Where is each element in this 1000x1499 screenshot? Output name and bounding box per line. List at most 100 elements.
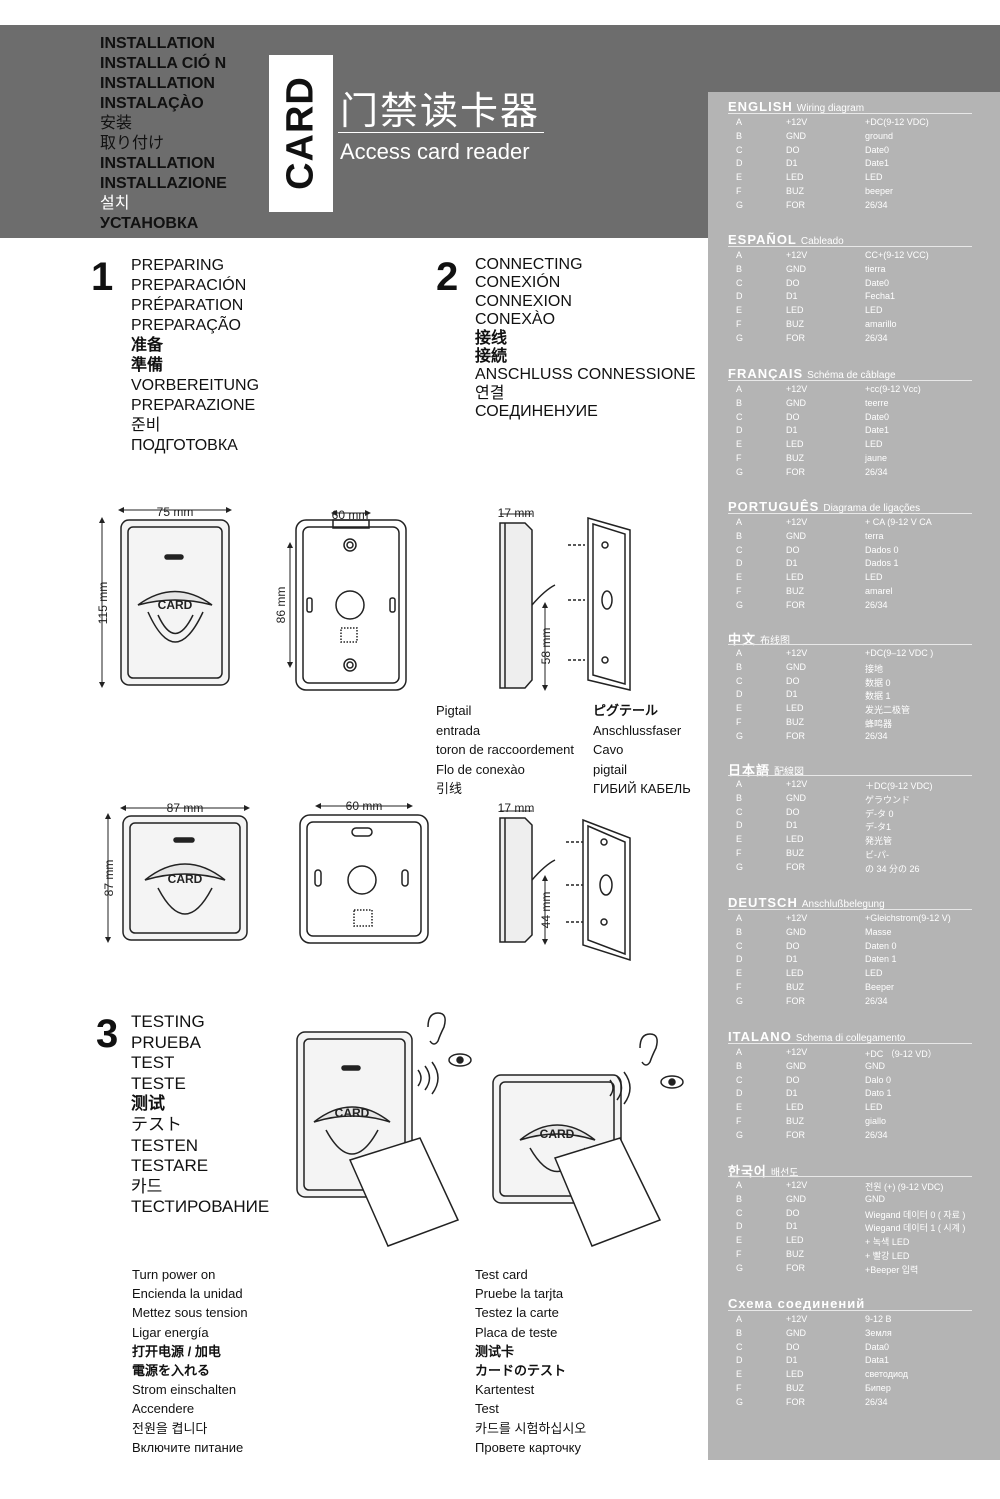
install-label: 설치 xyxy=(100,195,130,212)
wire-description: 発光管 xyxy=(865,836,893,847)
step-number-3: 3 xyxy=(96,1012,119,1056)
step-label: PREPARING xyxy=(131,257,225,274)
wiring-rule xyxy=(728,1043,972,1044)
card-label: CARD xyxy=(540,1127,575,1141)
wire-pin: D xyxy=(736,1088,743,1099)
wire-description: tierra xyxy=(865,263,886,274)
wiring-heading: 中文布线图 xyxy=(728,629,790,649)
wire-signal: LED xyxy=(786,572,804,583)
dim-label: 115 mm xyxy=(96,582,110,624)
wire-description: の 34 分の 26 xyxy=(865,863,920,874)
wiring-rule xyxy=(728,513,972,514)
wiring-subtitle: Wiring diagram xyxy=(796,103,865,114)
wire-signal: D1 xyxy=(786,820,798,831)
dim-label: 17 mm xyxy=(498,506,535,520)
pigtail-caption: entrada xyxy=(436,722,481,738)
wire-pin: G xyxy=(736,730,744,741)
pigtail-caption: Cavo xyxy=(593,742,624,757)
wire-signal: D1 xyxy=(786,1221,798,1232)
wire-pin: C xyxy=(736,940,743,951)
wire-signal: BUZ xyxy=(786,1116,804,1126)
step-label: TESTARE xyxy=(131,1156,209,1176)
wire-description: Date0 xyxy=(865,277,890,288)
step-label: TESTEN xyxy=(131,1135,199,1155)
wire-pin: A xyxy=(736,517,743,527)
step-label: ПОДГОТОВКА xyxy=(131,437,238,454)
wire-signal: +12V xyxy=(786,1314,808,1324)
wire-description: 26/34 xyxy=(865,466,888,477)
wiring-language: FRANÇAIS xyxy=(728,366,804,381)
wire-signal: BUZ xyxy=(786,453,804,463)
wire-signal: D1 xyxy=(786,158,798,169)
wire-signal: DO xyxy=(786,277,800,288)
wiring-heading: 日本語配線図 xyxy=(728,760,804,780)
wire-pin: F xyxy=(736,717,742,727)
wire-description: 接地 xyxy=(865,663,884,674)
step-label: TESTING xyxy=(131,1012,205,1031)
wire-description: 发光二极管 xyxy=(865,705,911,716)
wire-pin: G xyxy=(736,199,744,210)
wire-description: Data1 xyxy=(865,1355,890,1366)
wire-description: terra xyxy=(865,530,884,541)
wire-pin: G xyxy=(736,466,744,477)
wire-pin: F xyxy=(736,186,742,196)
wiring-row: A+12V+DC(9-12 VDC) xyxy=(708,116,1000,130)
wiring-rule xyxy=(728,644,972,645)
wire-pin: B xyxy=(736,926,743,937)
step-label: 카드 xyxy=(131,1176,163,1196)
wire-pin: C xyxy=(736,544,743,555)
wire-pin: B xyxy=(736,397,743,408)
wire-signal: LED xyxy=(786,1369,804,1380)
step-label: TEST xyxy=(131,1053,175,1073)
card-caption: Pruebe la tarjta xyxy=(475,1286,564,1302)
card-caption: Провете карточку xyxy=(475,1439,582,1455)
wire-signal: DO xyxy=(786,411,800,422)
wiring-row: A+12V+cc(9-12 Vcc) xyxy=(708,383,1000,397)
wire-pin: E xyxy=(736,305,743,316)
wire-description: ground xyxy=(865,130,894,141)
wire-pin: E xyxy=(736,572,743,583)
wire-signal: DO xyxy=(786,1074,800,1085)
step-label: CONEXÀO xyxy=(475,311,556,329)
step-preparing-labels: PREPARING PREPARACIÓN PRÉPARATION PREPAR… xyxy=(131,256,259,456)
installation-title-list: INSTALLATION INSTALLA CIÓ N INSTALLATION… xyxy=(100,34,227,234)
wire-signal: D1 xyxy=(786,954,798,965)
pigtail-caption: ГИБИЙ КАБЕЛЬ xyxy=(593,781,691,796)
wire-signal: FOR xyxy=(786,730,805,741)
install-label: INSTALLATION xyxy=(100,35,215,52)
install-label: INSTALLATION xyxy=(100,75,215,92)
card-tag: CARD xyxy=(269,55,333,212)
card-label: CARD xyxy=(335,1106,370,1120)
power-caption: Включите питание xyxy=(132,1439,244,1455)
dim-label: 60 mm xyxy=(346,799,383,813)
card-caption: カードのテスト xyxy=(475,1362,567,1378)
wiring-language: ENGLISH xyxy=(728,99,793,114)
wire-pin: G xyxy=(736,1396,744,1407)
wire-pin: B xyxy=(736,1060,743,1071)
dim-label: 60 mm xyxy=(332,508,369,522)
step-number-1: 1 xyxy=(91,255,114,299)
wire-signal: GND xyxy=(786,397,806,408)
